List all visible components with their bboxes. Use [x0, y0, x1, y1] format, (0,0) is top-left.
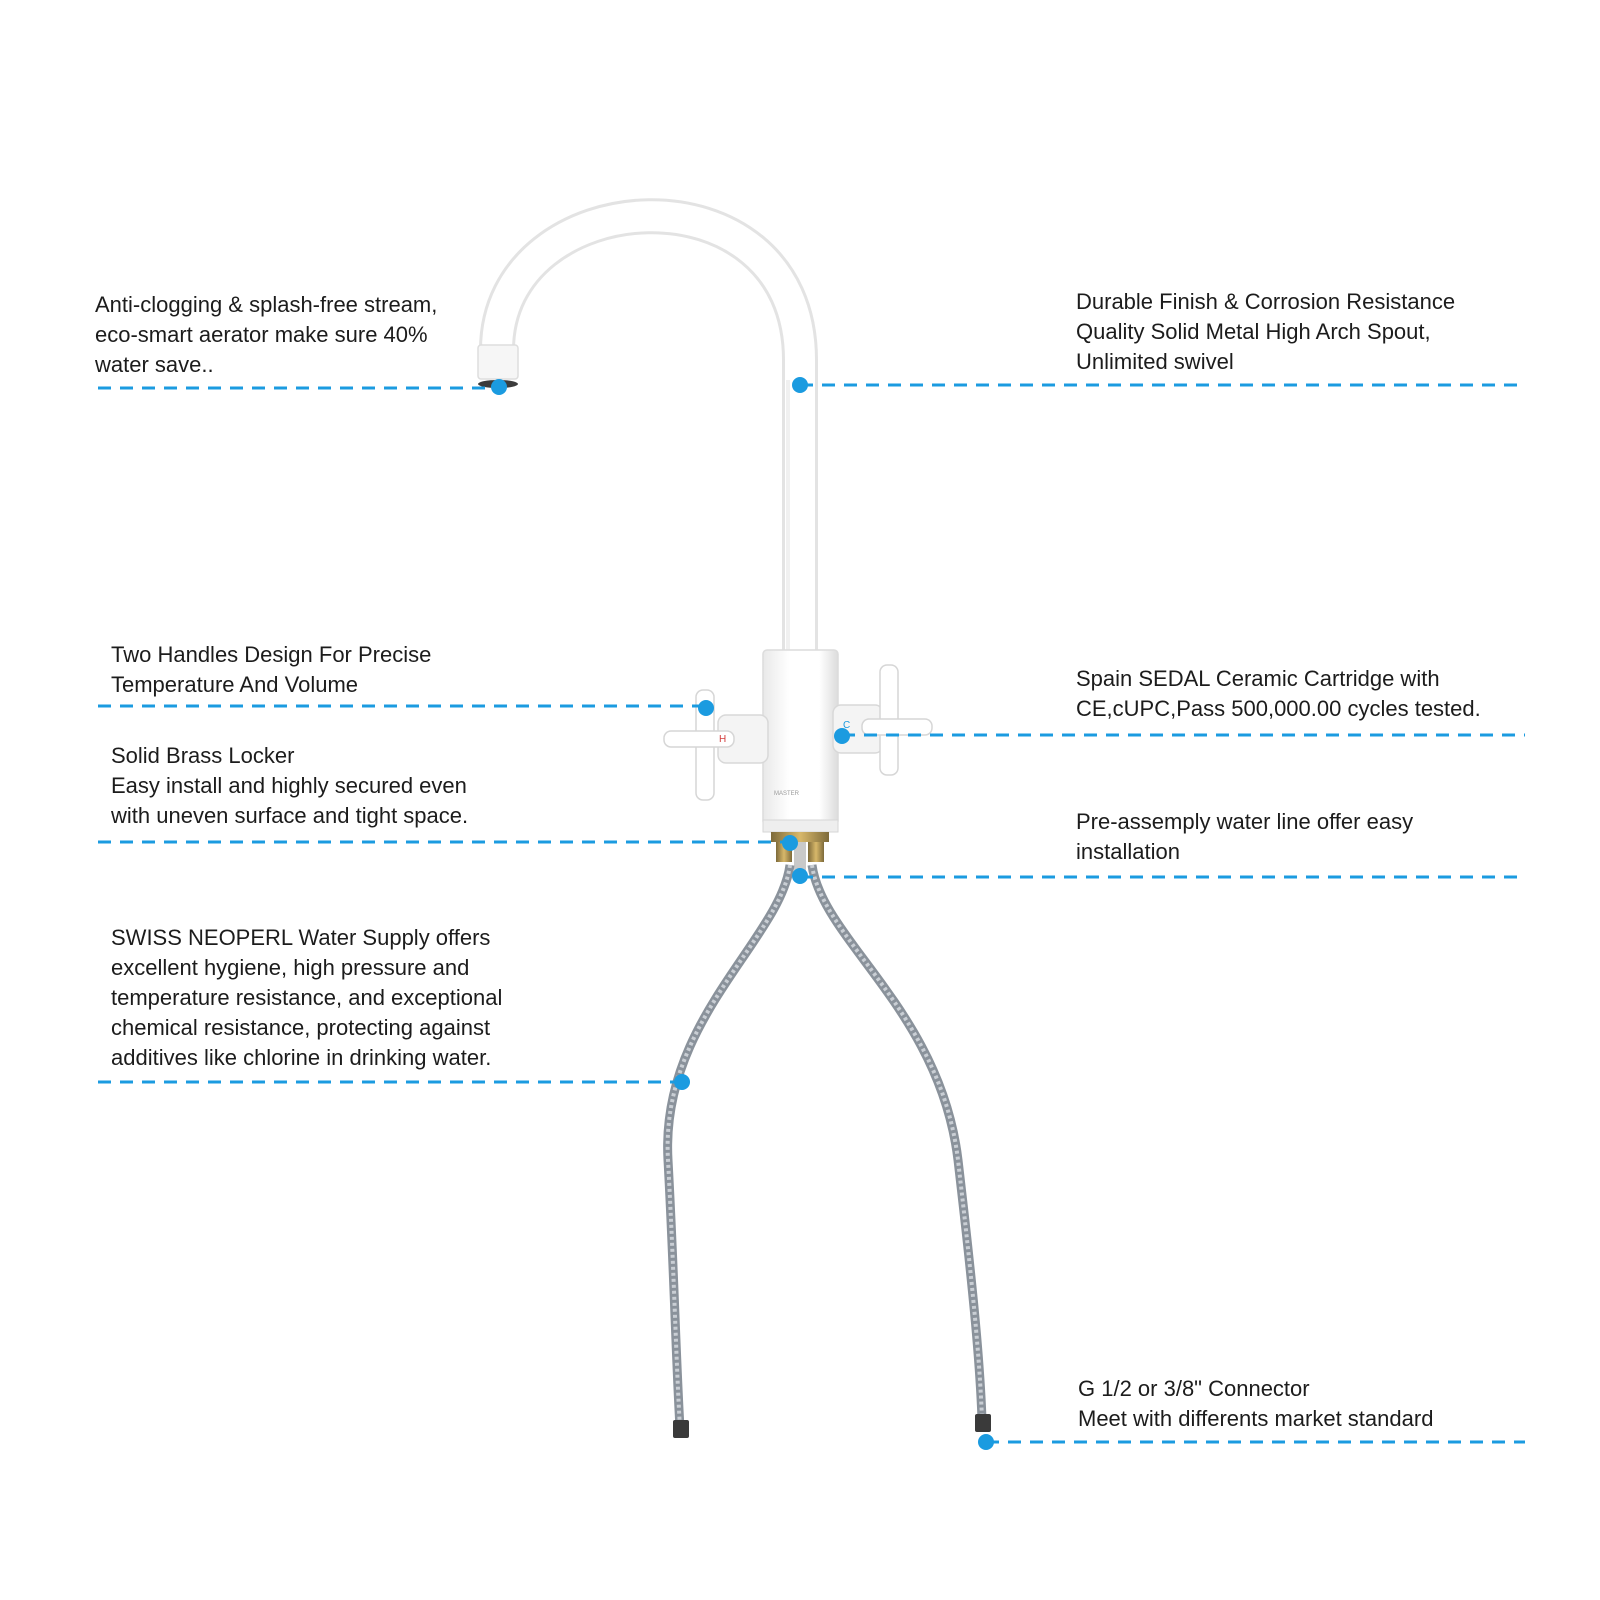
leader-lines [98, 383, 1525, 1444]
callout-line: Two Handles Design For Precise [111, 642, 432, 667]
faucet-body: MASTER [762, 649, 839, 833]
callout-line: chemical resistance, protecting against [111, 1015, 491, 1040]
callout-cartridge: Spain SEDAL Ceramic Cartridge with CE,cU… [1076, 664, 1481, 724]
dot-supply-hose [674, 1074, 690, 1090]
hot-handle: H [663, 689, 769, 801]
dot-cartridge [834, 728, 850, 744]
dot-locker [782, 835, 798, 851]
dot-connector [978, 1434, 994, 1450]
callout-line: temperature resistance, and exceptional [111, 985, 503, 1010]
brand-mark: MASTER [774, 791, 800, 797]
spout [479, 198, 818, 660]
callout-spout: Durable Finish & Corrosion Resistance Qu… [1076, 287, 1455, 377]
callout-line: Unlimited swivel [1076, 349, 1234, 374]
callout-line: additives like chlorine in drinking wate… [111, 1045, 492, 1070]
callout-line: Durable Finish & Corrosion Resistance [1076, 289, 1456, 314]
hot-marker: H [719, 734, 726, 745]
callout-water-line: Pre-assemply water line offer easy insta… [1076, 807, 1413, 867]
callout-dots [491, 377, 994, 1450]
cold-handle: C [832, 664, 933, 776]
callout-line: installation [1076, 839, 1180, 864]
callout-line: SWISS NEOPERL Water Supply offers [111, 925, 491, 950]
callout-line: excellent hygiene, high pressure and [111, 955, 470, 980]
callout-line: Temperature And Volume [111, 672, 359, 697]
dot-handles [698, 700, 714, 716]
callout-line: Anti-clogging & splash-free stream, [95, 292, 438, 317]
dot-water-line [792, 868, 808, 884]
dot-spout [792, 377, 808, 393]
supply-hoses [663, 864, 991, 1438]
callout-aerator: Anti-clogging & splash-free stream, eco-… [95, 290, 437, 380]
callout-line: Spain SEDAL Ceramic Cartridge with [1076, 666, 1440, 691]
cold-marker: C [843, 720, 850, 731]
callout-line: eco-smart aerator make sure 40% [95, 322, 428, 347]
callout-supply-hose: SWISS NEOPERL Water Supply offers excell… [111, 923, 502, 1073]
callout-line: Pre-assemply water line offer easy [1076, 809, 1414, 834]
callout-handles: Two Handles Design For Precise Temperatu… [111, 640, 431, 700]
callout-line: water save.. [95, 352, 214, 377]
callout-line: Meet with differents market standard [1078, 1406, 1434, 1431]
brass-locker [771, 832, 829, 872]
callout-line: Quality Solid Metal High Arch Spout, [1076, 319, 1431, 344]
callout-line: with uneven surface and tight space. [111, 803, 469, 828]
callout-connector: G 1/2 or 3/8" Connector Meet with differ… [1078, 1374, 1433, 1434]
callout-line: Solid Brass Locker [111, 743, 295, 768]
callout-line: G 1/2 or 3/8" Connector [1078, 1376, 1310, 1401]
dot-aerator [491, 379, 507, 395]
callout-line: CE,cUPC,Pass 500,000.00 cycles tested. [1076, 696, 1481, 721]
callout-locker: Solid Brass Locker Easy install and high… [111, 741, 468, 831]
callout-line: Easy install and highly secured even [111, 773, 467, 798]
